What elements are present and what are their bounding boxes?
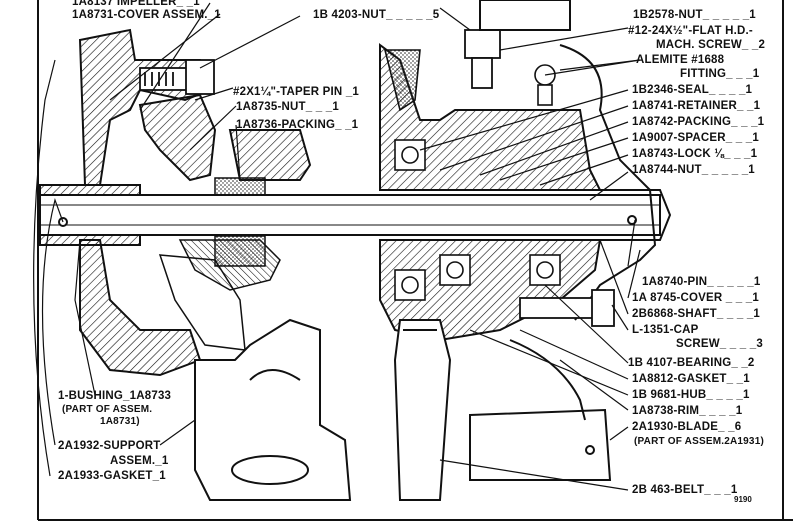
label-gasket-1933: 2A1933-GASKET_1	[58, 470, 166, 482]
leader-lines	[33, 2, 641, 491]
label-cap-screw-1: L-1351-CAP	[632, 324, 699, 336]
label-hub-9681: 1B 9681-HUB_ _ _ _1	[632, 389, 750, 401]
rim-1a8738	[509, 339, 586, 421]
nut-1b4203	[139, 59, 215, 95]
nut-1b2578	[464, 29, 501, 89]
label-nut-4203: 1B 4203-NUT_ _ _ _ _5	[313, 9, 440, 21]
alemite-fitting	[534, 64, 556, 106]
drawing-code: 9190	[734, 495, 752, 504]
label-cap-screw-2: SCREW_ _ _ _3	[676, 338, 763, 350]
label-alemite-2: FITTING_ _ _1	[680, 68, 760, 80]
label-bushing-2: (PART OF ASSEM.	[62, 404, 153, 415]
label-pin-8740: 1A8740-PIN_ _ _ _ _1	[642, 276, 761, 288]
label-nut-8735: 1A8735-NUT_ _ _1	[236, 101, 339, 113]
label-bushing-1: 1-BUSHING_1A8733	[58, 390, 172, 402]
rear-cover	[479, 0, 657, 321]
label-flat-screw-1: #12-24X½"-FLAT H.D.-	[628, 25, 753, 37]
label-impeller: 1A8137 IMPELLER_ _1	[72, 0, 200, 8]
packing-8736	[214, 177, 266, 267]
support-assembly	[194, 318, 352, 501]
label-gasket-8812: 1A8812-GASKET_ _1	[632, 373, 750, 385]
hub-pulley-groove	[383, 49, 421, 112]
label-taper-pin: #2X1¼"-TAPER PIN _1	[233, 86, 360, 98]
label-packing-8742: 1A8742-PACKING_ _ _1	[632, 116, 765, 128]
label-blade-2: (PART OF ASSEM.2A1931)	[634, 436, 764, 447]
label-blade-1: 2A1930-BLADE_ _6	[632, 421, 742, 433]
label-spacer-9007: 1A9007-SPACER_ _ _1	[632, 132, 759, 144]
label-lock-8743: 1A8743-LOCK ⅛_ _ _1	[632, 148, 758, 160]
label-nut-8744: 1A8744-NUT_ _ _ _ _1	[632, 164, 755, 176]
label-retainer-8741: 1A8741-RETAINER_ _1	[632, 100, 761, 112]
label-support-2: ASSEM._1	[110, 455, 169, 467]
drawing-frame	[37, 0, 793, 521]
label-belt-463: 2B 463-BELT_ _ _1	[632, 484, 738, 496]
label-nut-2578: 1B2578-NUT_ _ _ _ _1	[633, 9, 756, 21]
label-cover-assem: 1A8731-COVER ASSEM._1	[72, 9, 221, 21]
label-bearing-4107: 1B 4107-BEARING_ _2	[628, 357, 755, 369]
label-flat-screw-2: MACH. SCREW_ _2	[656, 39, 766, 51]
label-support-1: 2A1932-SUPPORT	[58, 440, 161, 452]
label-bushing-3: 1A8731)	[100, 416, 140, 427]
label-rim-8738: 1A8738-RIM_ _ _ _1	[632, 405, 743, 417]
label-packing-8736: 1A8736-PACKING_ _1	[236, 119, 359, 131]
label-cover-8745: 1A 8745-COVER _ _ _1	[632, 292, 759, 304]
label-shaft-6868: 2B6868-SHAFT_ _ _ _1	[632, 308, 761, 320]
blade-2a1930	[469, 408, 612, 481]
label-alemite-1: ALEMITE #1688	[636, 54, 725, 66]
label-seal-2346: 1B2346-SEAL_ _ _ _1	[632, 84, 753, 96]
cap-screw-l1351	[519, 289, 615, 327]
main-shaft	[39, 184, 672, 246]
bearings-1b4107	[394, 139, 561, 301]
belt-2b463	[393, 319, 452, 501]
